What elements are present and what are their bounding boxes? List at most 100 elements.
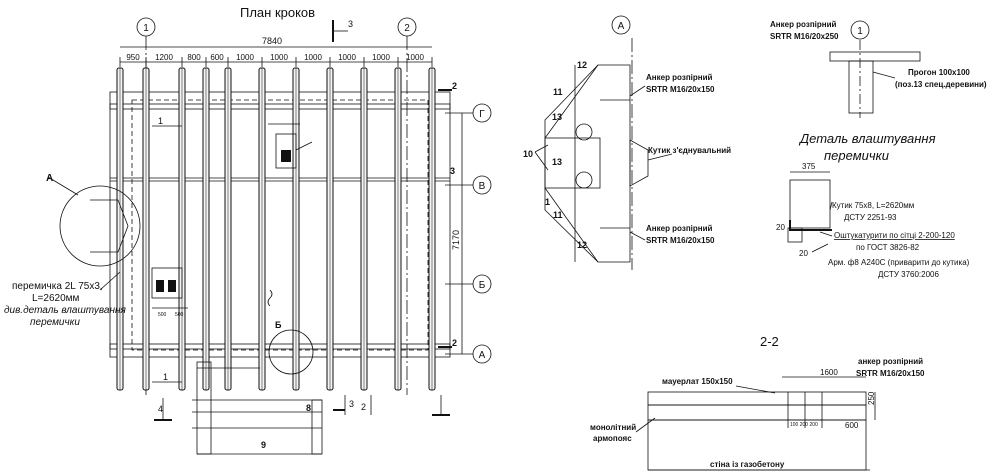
svg-text:13: 13	[552, 112, 562, 122]
svg-text:В: В	[479, 181, 486, 192]
svg-text:500: 500	[158, 312, 167, 318]
svg-text:ДСТУ 2251-93: ДСТУ 2251-93	[844, 213, 897, 222]
marker-1-bottom: 1	[152, 372, 182, 383]
svg-text:армопояс: армопояс	[593, 434, 632, 443]
detail-a: А Анкер розпірний SRTR M16/20x150 Кутик …	[523, 15, 731, 270]
top-dim-label: 1000	[270, 53, 288, 62]
detail-lintel: Деталь влаштування перемички 375 20 20 К…	[776, 131, 970, 279]
svg-text:перемичка 2L 75х3,: перемичка 2L 75х3,	[12, 281, 103, 292]
svg-text:А: А	[46, 173, 53, 184]
svg-text:Анкер розпірний: Анкер розпірний	[770, 20, 837, 29]
svg-text:12: 12	[577, 60, 587, 70]
svg-text:А: А	[479, 350, 486, 361]
svg-text:375: 375	[802, 162, 816, 171]
svg-text:4: 4	[158, 404, 163, 414]
svg-text:600: 600	[845, 421, 859, 430]
top-dim-label: 1000	[338, 53, 356, 62]
axis-row-g: Г	[445, 103, 492, 123]
top-dim-label: 800	[187, 53, 201, 62]
top-dim-label: 950	[126, 53, 140, 62]
svg-text:2: 2	[452, 338, 457, 348]
svg-text:SRTR M16/20x250: SRTR M16/20x250	[770, 32, 839, 41]
svg-text:Кутик 75х8, L=2620мм: Кутик 75х8, L=2620мм	[832, 201, 914, 210]
svg-text:Арм. ф8 А240С (приварити до ку: Арм. ф8 А240С (приварити до кутика)	[828, 258, 970, 267]
svg-text:SRTR M16/20x150: SRTR M16/20x150	[646, 85, 715, 94]
svg-text:11: 11	[553, 210, 563, 220]
svg-text:Г: Г	[479, 109, 485, 120]
dim-right: 7170	[451, 113, 463, 354]
svg-text:Оштукатурити по сітці 2-200-12: Оштукатурити по сітці 2-200-120	[834, 231, 955, 240]
top-dim-label: 1000	[236, 53, 254, 62]
svg-text:SRTR M16/20x150: SRTR M16/20x150	[646, 236, 715, 245]
dim-total: 7840	[120, 36, 432, 48]
svg-text:1: 1	[857, 26, 863, 37]
svg-text:перемички: перемички	[824, 148, 889, 163]
section-2-bottom: 2	[361, 395, 372, 415]
svg-text:3: 3	[450, 166, 455, 176]
section-2-2: 2-2 анкер розпірний SRTR M16/20x150 1600…	[590, 334, 925, 471]
axis-row-a: А	[445, 344, 492, 364]
svg-text:1: 1	[545, 197, 550, 207]
top-dims: 950 1200 800 600 1000 1000 1000 1000 1000 1000	[119, 53, 433, 67]
svg-text:2: 2	[404, 23, 410, 34]
svg-text:Анкер розпірний: Анкер розпірний	[646, 73, 713, 82]
marker-1-top: 1	[152, 116, 182, 127]
top-dim-label: 1000	[304, 53, 322, 62]
section-4-right	[432, 395, 450, 416]
svg-text:1: 1	[158, 116, 163, 126]
axis-bubble-2: 2	[397, 17, 417, 395]
svg-text:7840: 7840	[262, 36, 282, 46]
svg-text:7170: 7170	[451, 230, 461, 250]
svg-text:стіна із газобетону: стіна із газобетону	[710, 460, 785, 469]
svg-text:20: 20	[799, 249, 808, 258]
svg-text:2: 2	[452, 81, 457, 91]
svg-text:Прогон 100х100: Прогон 100х100	[908, 68, 970, 77]
roof-outline	[109, 91, 451, 358]
svg-text:SRTR M16/20x150: SRTR M16/20x150	[856, 369, 925, 378]
svg-text:10: 10	[523, 149, 533, 159]
svg-text:Б: Б	[275, 320, 282, 330]
svg-text:1: 1	[143, 23, 149, 34]
section-3-top: 3	[332, 19, 353, 42]
svg-text:мауерлат 150х150: мауерлат 150х150	[662, 377, 733, 386]
svg-text:Б: Б	[479, 280, 486, 291]
svg-text:11: 11	[553, 87, 563, 97]
callout-circle-a: А	[46, 173, 141, 267]
svg-text:500: 500	[175, 312, 184, 318]
callout-circle-b: Б	[267, 289, 314, 375]
svg-text:монолітний: монолітний	[590, 423, 636, 432]
top-dim-label: 600	[210, 53, 224, 62]
bottom-frame: 9 8	[192, 361, 323, 455]
top-dim-label: 1000	[406, 53, 424, 62]
svg-text:13: 13	[552, 157, 562, 167]
svg-text:Кутик з'єднувальний: Кутик з'єднувальний	[648, 146, 731, 155]
svg-text:3: 3	[349, 399, 354, 409]
svg-text:див.деталь влаштування: див.деталь влаштування	[4, 305, 126, 316]
svg-text:L=2620мм: L=2620мм	[32, 293, 80, 304]
svg-text:перемички: перемички	[30, 317, 80, 328]
top-dim-label: 1000	[372, 53, 390, 62]
axis-row-b: Б	[445, 274, 492, 294]
svg-text:12: 12	[577, 240, 587, 250]
plan-title: План кроков	[240, 5, 315, 20]
svg-text:2: 2	[361, 402, 366, 412]
svg-text:по ГОСТ 3826-82: по ГОСТ 3826-82	[856, 243, 920, 252]
detail-box-lower: 500 500	[151, 267, 188, 318]
svg-text:250: 250	[867, 391, 876, 405]
rafters	[116, 67, 436, 391]
svg-text:20: 20	[776, 223, 785, 232]
section-4: 4	[154, 398, 172, 421]
svg-text:А: А	[618, 21, 625, 32]
detail-box-upper	[268, 123, 313, 169]
svg-text:1600: 1600	[820, 368, 838, 377]
svg-text:1: 1	[163, 372, 168, 382]
svg-text:100 200 200: 100 200 200	[790, 422, 818, 428]
lintel-note: перемичка 2L 75х3, L=2620мм див.деталь в…	[4, 271, 126, 328]
svg-text:Деталь влаштування: Деталь влаштування	[798, 131, 936, 146]
top-dim-label: 1200	[155, 53, 173, 62]
svg-text:3: 3	[348, 19, 353, 29]
section-3-bottom: 3	[333, 395, 354, 415]
svg-text:Анкер розпірний: Анкер розпірний	[646, 224, 713, 233]
purlins	[109, 103, 451, 350]
